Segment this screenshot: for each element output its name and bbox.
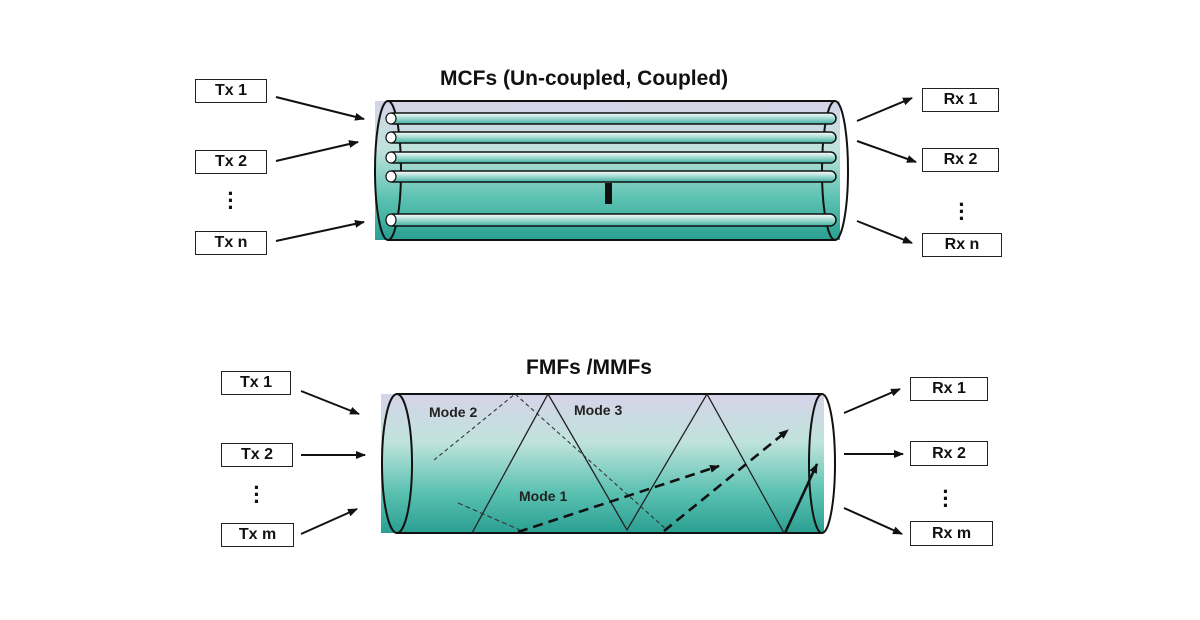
mcf-cores <box>385 112 837 227</box>
mcf-core-4 <box>385 170 837 183</box>
fmf-rx-1: Rx 1 <box>910 377 988 401</box>
mcf-core-1 <box>385 112 837 125</box>
mcf-tx-2: Tx 2 <box>195 150 267 174</box>
mcf-core-3 <box>385 151 837 164</box>
fmf-tx-m: Tx m <box>221 523 294 547</box>
fmf-tx-2: Tx 2 <box>221 443 293 467</box>
mcf-rx-2: Rx 2 <box>922 148 999 172</box>
mcf-title: MCFs (Un-coupled, Coupled) <box>440 67 729 90</box>
fmf-modes <box>433 392 819 534</box>
mode-1-label: Mode 1 <box>519 488 568 504</box>
mode-1-arrow-c <box>783 463 819 534</box>
mcf-arrows <box>275 96 917 244</box>
fmf-title: FMFs /MMFs <box>526 356 652 379</box>
mcf-rx-n: Rx n <box>922 233 1002 257</box>
fmf-rx-ellipsis: ··· <box>942 479 950 518</box>
mcf-core-2 <box>385 131 837 144</box>
fmf-rx-2: Rx 2 <box>910 441 988 466</box>
mode-2-label: Mode 2 <box>429 404 478 420</box>
mode-1-arrow-b <box>663 428 789 533</box>
fmf-arrows <box>300 388 904 535</box>
mcf-tx-ellipsis: ··· <box>227 181 235 220</box>
mode-3-label: Mode 3 <box>574 402 623 418</box>
mcf-rx-1: Rx 1 <box>922 88 999 112</box>
fmf-tx-1: Tx 1 <box>221 371 291 395</box>
mcf-cores-ellipsis-mark <box>605 183 612 204</box>
mcf-tx-n: Tx n <box>195 231 267 255</box>
mcf-core-n <box>385 213 837 227</box>
mcf-rx-ellipsis: ··· <box>958 192 966 231</box>
mode-3-path <box>471 392 785 534</box>
mode-2-path <box>433 393 668 531</box>
mode-2-path-b <box>457 502 521 531</box>
mode-1-arrow-a <box>517 464 720 534</box>
fmf-rx-m: Rx m <box>910 521 993 546</box>
fmf-fiber <box>381 393 836 534</box>
mcf-tx-1: Tx 1 <box>195 79 267 103</box>
fmf-tx-ellipsis: ··· <box>253 475 261 514</box>
